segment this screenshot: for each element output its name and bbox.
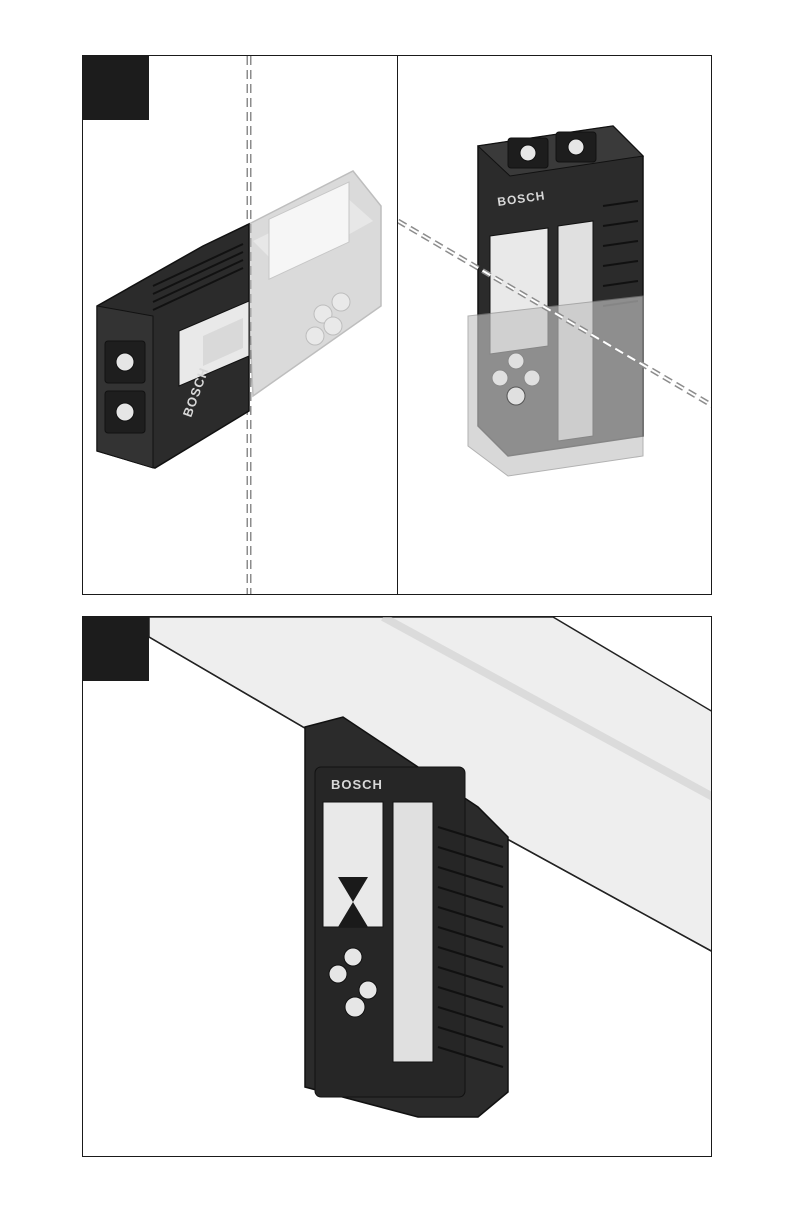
- figure-number-tab: [83, 56, 149, 120]
- laser-receiver-on-beam-icon: BOSCH: [83, 617, 712, 1157]
- laser-receiver-vertical-icon: BOSCH: [398, 56, 712, 595]
- laser-receiver-horizontal-icon: BOSCH: [83, 56, 399, 595]
- figure-number-tab-2: [83, 617, 149, 681]
- figure-panel-top-left: BOSCH: [82, 55, 399, 595]
- figure-panel-bottom: BOSCH: [82, 616, 712, 1157]
- figure-panel-top-right: BOSCH: [397, 55, 712, 595]
- brand-logo-text-3: BOSCH: [331, 777, 383, 792]
